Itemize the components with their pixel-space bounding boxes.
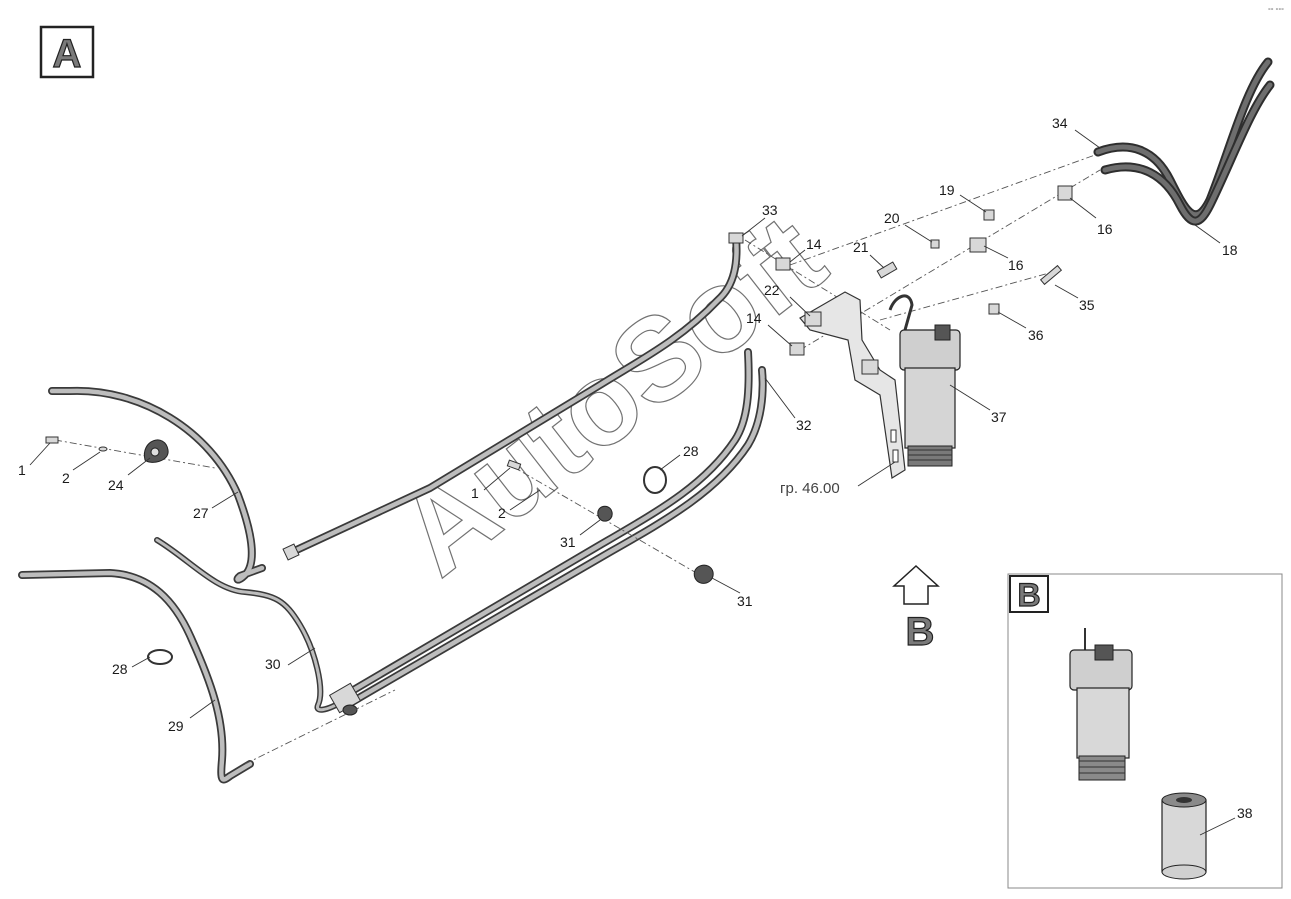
view-a-label: A [53,32,82,76]
callout-33: 33 [762,202,778,218]
callout-31-a: 31 [560,534,576,550]
callout-1-left: 1 [18,462,26,478]
cable-tie-28-b [147,649,173,665]
corner-mark: °° °°° [1268,7,1284,15]
callout-16-right: 16 [1097,221,1113,237]
hose-27 [48,386,266,584]
filter-housing-inset [1069,628,1133,781]
view-a-badge: A [39,25,95,79]
clamp-24 [143,439,169,463]
washer-2-left [98,446,108,452]
callout-22: 22 [764,282,780,298]
fitting-20 [930,239,940,249]
group-reference: гр. 46.00 [780,480,840,497]
callout-30: 30 [265,656,281,672]
callout-14-upper: 14 [806,236,822,252]
inset-b-label: B [1017,577,1040,613]
bolt-35 [1039,264,1063,286]
callout-28-a: 28 [683,443,699,459]
callout-35: 35 [1079,297,1095,313]
fitting-16-mid [969,237,987,253]
tee-connector [328,682,362,716]
fitting-19 [983,209,995,221]
callout-31-b: 31 [737,593,753,609]
callout-21: 21 [853,239,869,255]
group-ref-leader [857,461,896,487]
callout-27: 27 [193,505,209,521]
callout-1-mid: 1 [471,485,479,501]
arrow-b-label: B [906,610,935,654]
hose-29 [18,569,254,784]
bolt-1-left [45,436,59,444]
callout-14-lower: 14 [746,310,762,326]
hose-main-lower [341,348,767,706]
callout-16-mid: 16 [1008,257,1024,273]
filter-element-38 [1161,792,1207,880]
callouts: 1 2 24 27 1 2 31 28 31 33 14 22 14 32 21… [18,115,1238,734]
bracket [799,291,906,479]
cable-tie-28-a [643,466,667,494]
callout-28-b: 28 [112,661,128,677]
callout-20: 20 [884,210,900,226]
clamp-31-b [693,564,714,584]
fuel-filter-37 [888,294,961,467]
callout-29: 29 [168,718,184,734]
callout-37: 37 [991,409,1007,425]
fitting-14-lower [789,342,805,356]
callout-18: 18 [1222,242,1238,258]
nut-36 [988,303,1000,315]
fitting-33 [728,232,744,244]
bolt-1-mid [506,459,522,471]
hose-main-upper [282,234,741,561]
view-b-arrow: B [892,564,940,655]
hose-34-18 [1093,57,1275,226]
callout-36: 36 [1028,327,1044,343]
callout-38: 38 [1237,805,1253,821]
callout-19: 19 [939,182,955,198]
callout-2-mid: 2 [498,505,506,521]
hose-30 [154,537,348,713]
callout-2-left: 2 [62,470,70,486]
up-arrow-icon [892,564,940,605]
callout-34: 34 [1052,115,1068,131]
inset-view-b: B 38 [1007,573,1283,889]
fitting-14-upper [775,257,791,271]
callout-24: 24 [108,477,124,493]
fitting-16-right [1057,185,1073,201]
fitting-21 [876,261,898,279]
clamp-31-a [597,505,613,522]
callout-32: 32 [796,417,812,433]
